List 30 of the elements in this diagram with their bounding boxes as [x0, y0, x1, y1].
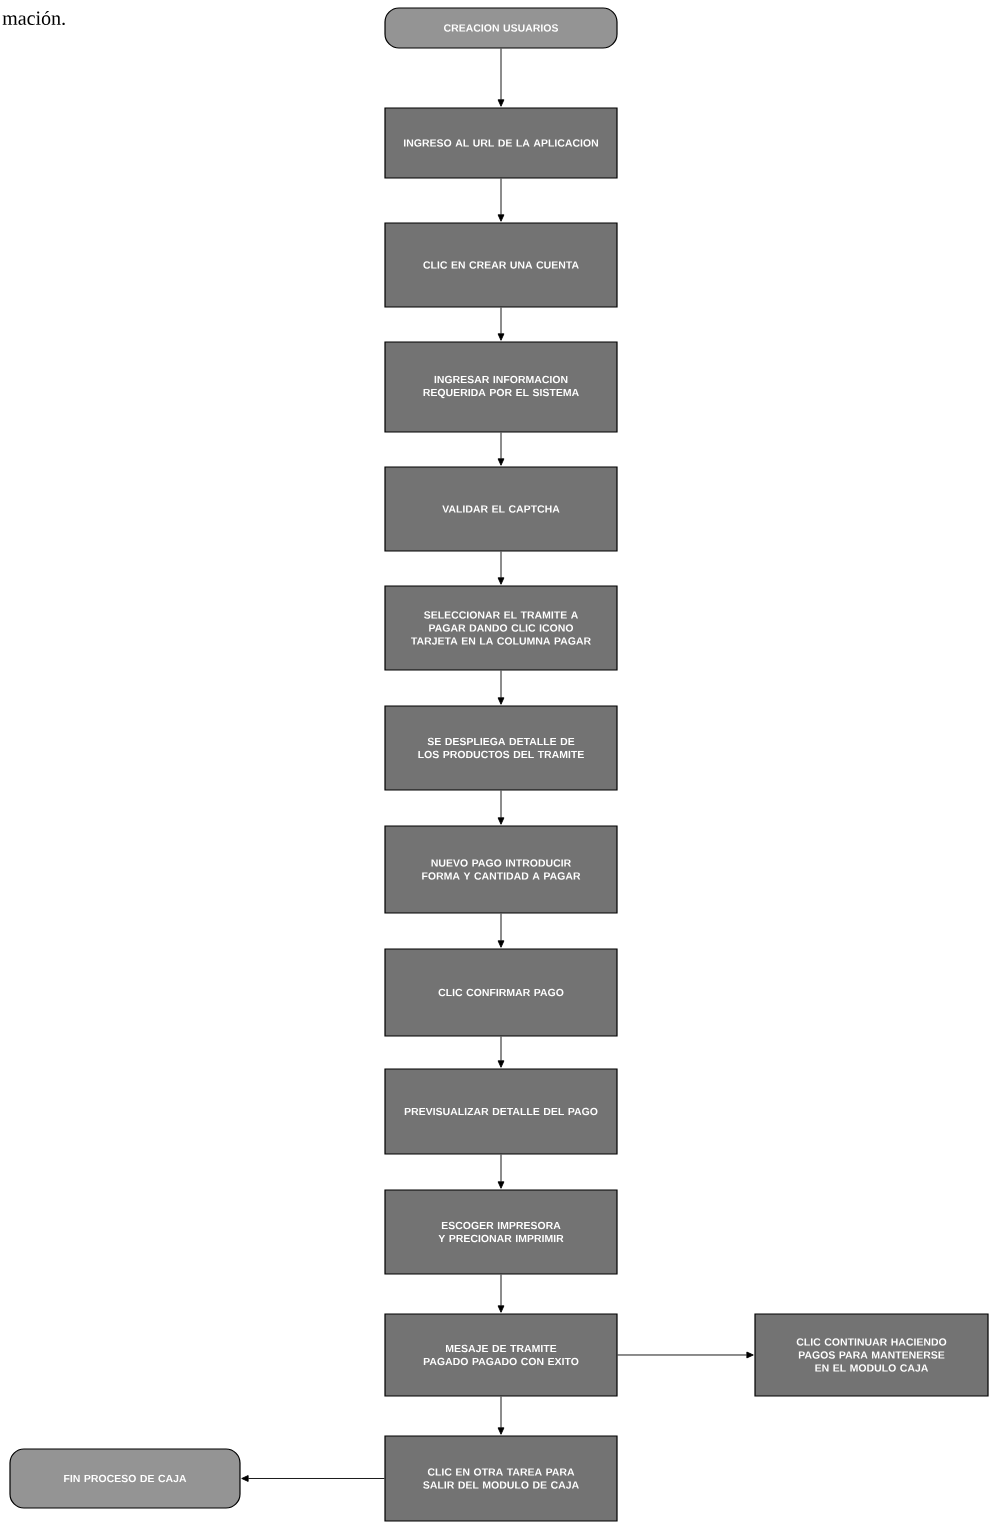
arrow: [241, 1475, 385, 1482]
arrow: [497, 48, 505, 107]
process-box: SE DESPLIEGA DETALLE DE LOS PRODUCTOS DEL TRAMITE: [384, 705, 618, 791]
process-box: INGRESAR INFORMACION REQUERIDA POR EL SISTEMA: [384, 341, 618, 433]
arrow: [497, 790, 505, 825]
process-box: CLIC CONFIRMAR PAGO: [384, 948, 618, 1037]
arrow: [497, 432, 505, 466]
arrow: [497, 1036, 505, 1068]
terminal-box: CREACION USUARIOS: [384, 7, 618, 49]
process-box: MESAJE DE TRAMITE PAGADO PAGADO CON EXITO: [384, 1313, 618, 1397]
terminal-box: FIN PROCESO DE CAJA: [9, 1448, 241, 1509]
process-box: PREVISUALIZAR DETALLE DEL PAGO: [384, 1068, 618, 1155]
arrow: [497, 551, 505, 585]
arrow: [497, 307, 505, 341]
arrow: [497, 913, 505, 948]
process-box: CLIC CONTINUAR HACIENDO PAGOS PARA MANTENERSE EN EL MODULO CAJA: [754, 1313, 989, 1397]
arrow: [497, 1396, 505, 1435]
process-box: VALIDAR EL CAPTCHA: [384, 466, 618, 552]
arrow: [497, 1154, 505, 1189]
process-box: INGRESO AL URL DE LA APLICACION: [384, 107, 618, 179]
arrow: [497, 670, 505, 705]
arrow: [497, 1274, 505, 1313]
page-text: mación.: [2, 10, 65, 26]
process-box: SELECCIONAR EL TRAMITE A PAGAR DANDO CLIC ICONO TARJETA EN LA COLUMNA PAGAR: [384, 585, 618, 671]
process-box: NUEVO PAGO INTRODUCIR FORMA Y CANTIDAD A PAGAR: [384, 825, 618, 914]
arrow: [497, 178, 505, 222]
process-box: ESCOGER IMPRESORA Y PRECIONAR IMPRIMIR: [384, 1189, 618, 1275]
arrow: [617, 1351, 754, 1359]
process-box: CLIC EN CREAR UNA CUENTA: [384, 222, 618, 308]
process-box: CLIC EN OTRA TAREA PARA SALIR DEL MODULO DE CAJA: [384, 1435, 618, 1522]
